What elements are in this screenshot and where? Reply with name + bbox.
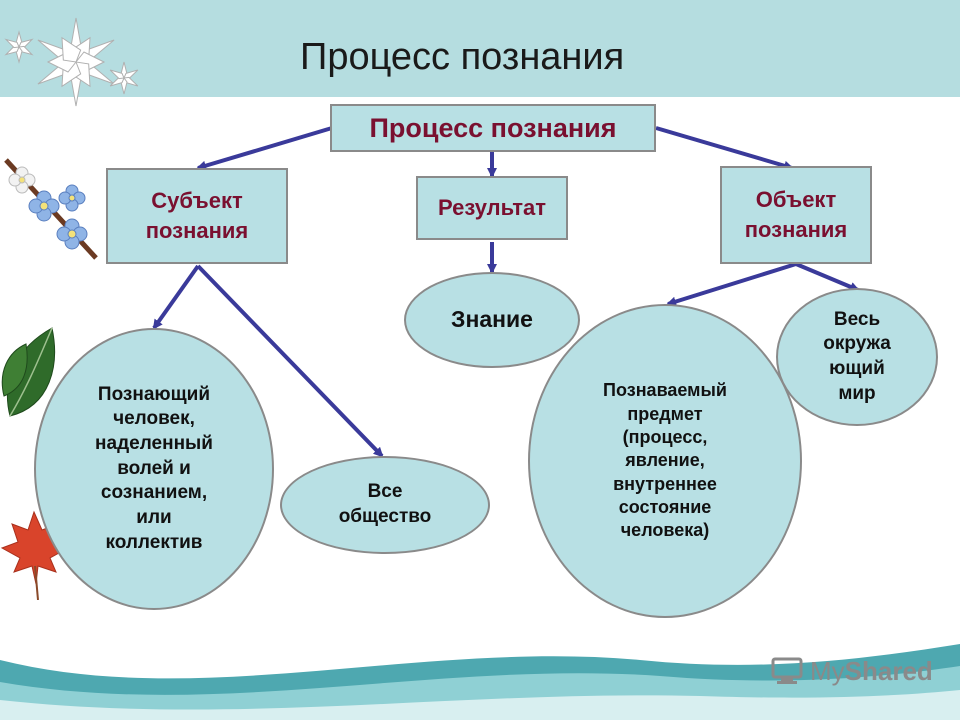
header-band: [0, 0, 960, 97]
node-item: Познаваемый предмет (процесс, явление, в…: [528, 304, 802, 618]
slide-title: Процесс познания: [300, 36, 625, 78]
watermark-logo: MyShared: [770, 656, 933, 687]
node-person: Познающий человек, наделенный волей и со…: [34, 328, 274, 610]
node-object-label: Объект познания: [744, 187, 848, 242]
arrow-root-object: [655, 126, 794, 171]
node-knowledge: Знание: [404, 272, 580, 368]
node-knowledge-label: Знание: [451, 306, 533, 333]
node-subject: Субъект познания: [106, 168, 288, 264]
monitor-icon: [771, 657, 803, 684]
snowflake-small-icon: [4, 30, 34, 64]
node-result: Результат: [416, 176, 568, 240]
node-society-label: Все общество: [338, 481, 432, 527]
arrow-root-subject: [196, 126, 333, 171]
watermark-suffix: Shared: [844, 656, 933, 686]
node-world-label: Весь окружа ющий мир: [823, 308, 891, 404]
node-society: Все общество: [280, 456, 490, 554]
snowflake-small-icon: [109, 61, 139, 95]
node-root: Процесс познания: [330, 104, 656, 152]
bottom-wave: [0, 644, 960, 720]
node-root-label: Процесс познания: [369, 112, 617, 143]
watermark-prefix: My: [810, 656, 845, 686]
node-result-label: Результат: [437, 195, 547, 220]
leaves-icon: [1, 327, 55, 417]
watermark-text: MyShared: [810, 656, 933, 687]
arrow-object-world: [795, 262, 860, 292]
node-subject-label: Субъект познания: [145, 188, 249, 243]
arrow-subject-person: [152, 264, 200, 330]
node-world: Весь окружа ющий мир: [776, 288, 938, 426]
snowflake-icon: [37, 17, 115, 107]
node-item-label: Познаваемый предмет (процесс, явление, в…: [603, 380, 727, 541]
node-person-label: Познающий человек, наделенный волей и со…: [95, 383, 213, 553]
flower-branch-icon: [4, 158, 98, 260]
arrow-subject-society: [196, 264, 384, 458]
arrow-object-item: [666, 262, 797, 307]
node-object: Объект познания: [720, 166, 872, 264]
